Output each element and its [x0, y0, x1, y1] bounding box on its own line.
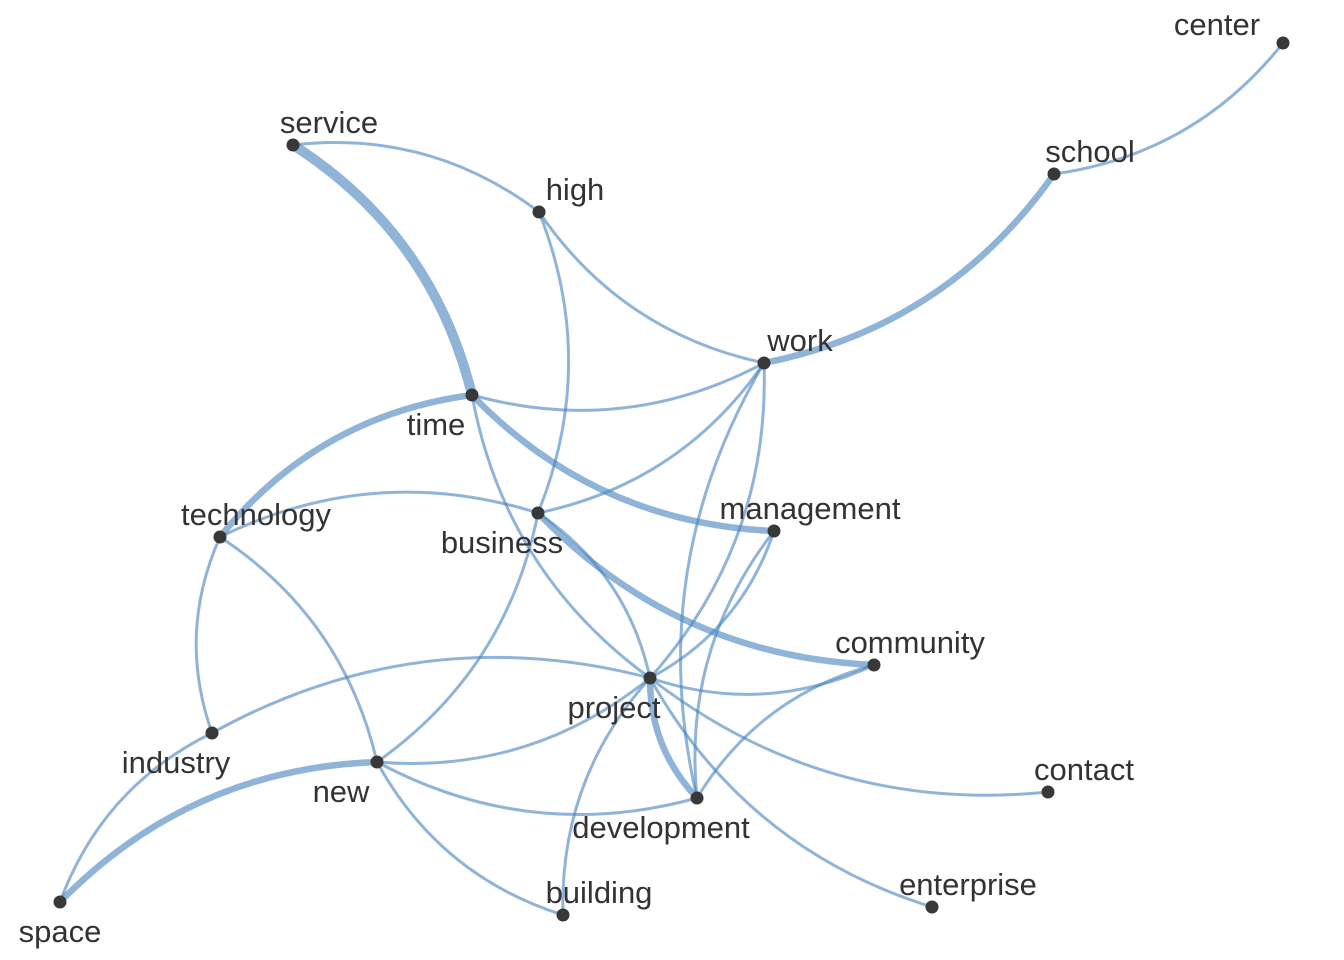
edge-development-new [375, 760, 699, 817]
edge-community-business [534, 509, 878, 669]
edge-development-management [693, 529, 776, 800]
node-management [767, 524, 781, 538]
label-technology: technology [181, 497, 331, 532]
edge-project-new [375, 676, 652, 765]
edge-development-community [695, 663, 876, 800]
node-work [757, 356, 771, 370]
edge-business-project [536, 511, 652, 680]
edge-enterprise-project [648, 676, 934, 909]
label-development: development [572, 810, 750, 845]
edge-service-high [291, 141, 541, 214]
node-contact [1041, 785, 1055, 799]
edge-business-new [375, 511, 540, 764]
label-school: school [1045, 134, 1135, 169]
edges-layer [56, 41, 1285, 917]
edge-management-time [468, 391, 778, 535]
edge-high-business [536, 210, 571, 515]
edge-technology-business [218, 490, 540, 539]
node-project [643, 671, 657, 685]
label-space: space [19, 914, 102, 949]
edge-technology-new [218, 535, 379, 764]
label-work: work [766, 323, 833, 358]
label-management: management [720, 491, 901, 526]
label-contact: contact [1034, 752, 1134, 787]
node-space [53, 895, 67, 909]
label-industry: industry [122, 745, 231, 780]
node-new [370, 755, 384, 769]
label-center: center [1174, 7, 1260, 42]
node-development [690, 791, 704, 805]
edge-work-time [470, 361, 766, 412]
label-time: time [407, 407, 466, 442]
edge-work-high [537, 210, 766, 365]
edge-center-school [1052, 41, 1285, 176]
label-community: community [835, 625, 985, 660]
node-enterprise [925, 900, 939, 914]
label-new: new [313, 774, 370, 809]
edge-school-work [760, 170, 1058, 367]
edge-building-project [561, 676, 652, 917]
edge-industry-project [210, 655, 652, 735]
node-time [465, 388, 479, 402]
node-industry [205, 726, 219, 740]
edge-contact-project [648, 676, 1050, 797]
label-service: service [280, 105, 378, 140]
label-project: project [567, 690, 660, 725]
node-high [532, 205, 546, 219]
node-service [286, 138, 300, 152]
node-technology [213, 530, 227, 544]
edge-technology-time [216, 391, 476, 541]
label-business: business [441, 525, 563, 560]
node-business [531, 506, 545, 520]
edge-project-time [470, 393, 652, 680]
edge-space-industry [58, 731, 214, 904]
node-school [1047, 167, 1061, 181]
label-high: high [546, 172, 605, 207]
nodes-layer [53, 36, 1290, 922]
labels-layer: center school service high work time technolog… [19, 7, 1260, 949]
edge-industry-technology [194, 535, 222, 735]
edge-management-project [648, 529, 776, 680]
node-community [867, 658, 881, 672]
edge-community-project [648, 663, 876, 696]
label-building: building [546, 875, 653, 910]
edge-building-new [375, 760, 565, 917]
node-building [556, 908, 570, 922]
edge-service-time [288, 140, 477, 400]
node-center [1276, 36, 1290, 50]
edge-development-project [646, 674, 701, 802]
label-enterprise: enterprise [899, 867, 1037, 902]
edge-work-business [536, 361, 766, 515]
edge-space-new [56, 758, 381, 906]
